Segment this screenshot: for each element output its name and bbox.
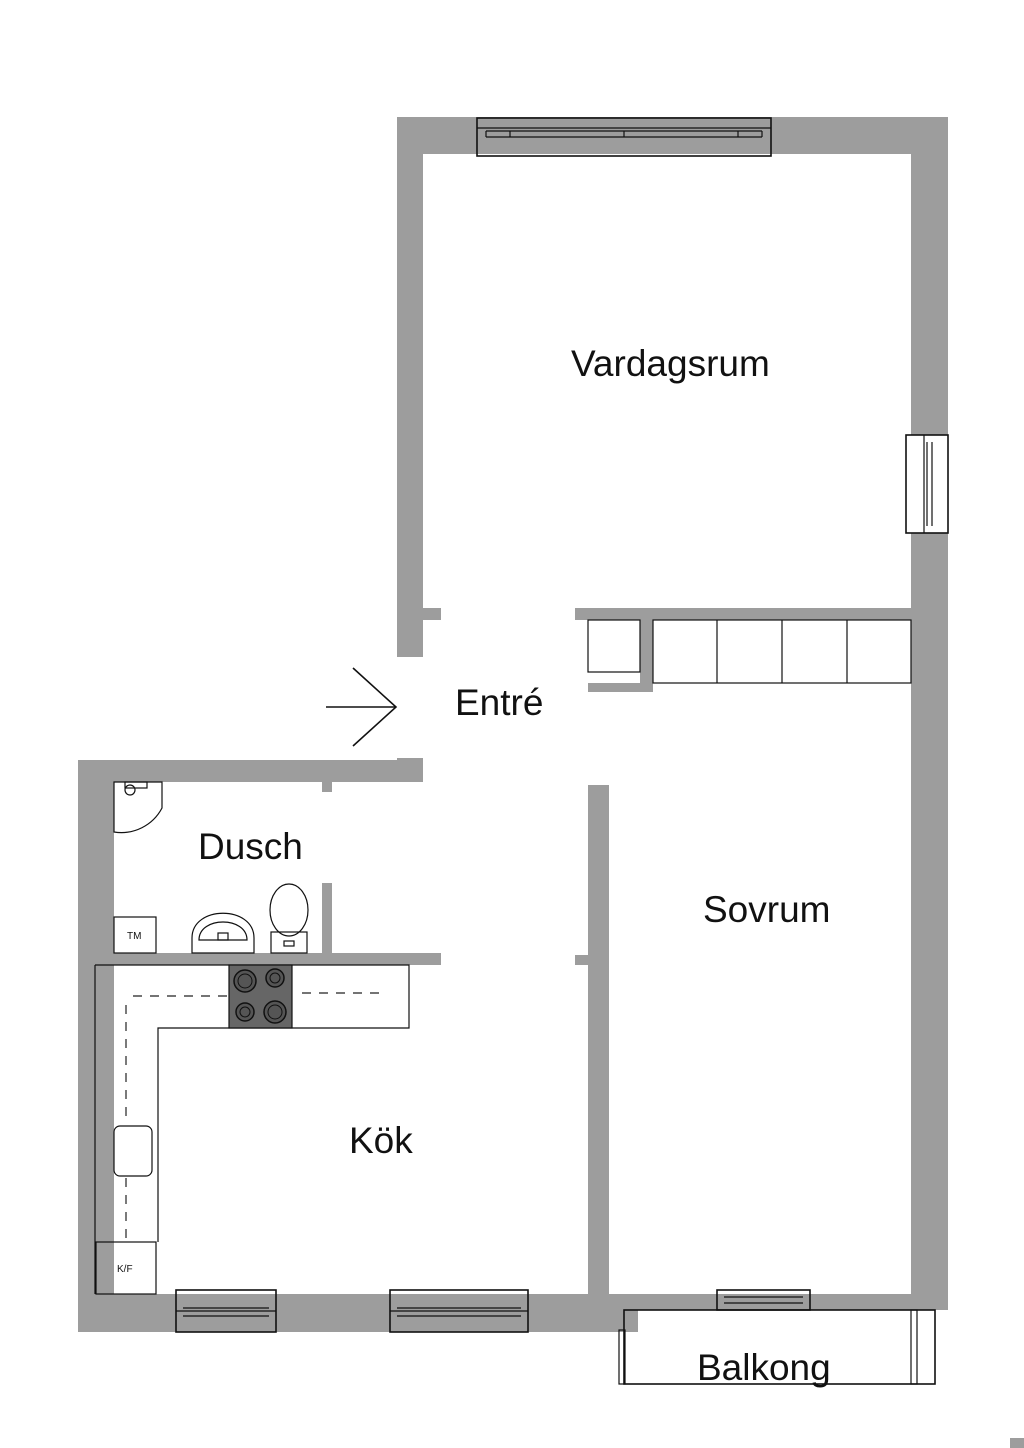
stove-icon — [228, 964, 293, 1029]
fridge-freezer: K/F — [95, 1241, 157, 1295]
room-label-dusch: Dusch — [198, 826, 303, 867]
room-label-entre: Entré — [455, 682, 543, 723]
room-label-balkong: Balkong — [697, 1347, 831, 1388]
shower-icon — [113, 781, 163, 834]
kitchen-counter — [94, 964, 410, 1294]
kf-label: K/F — [117, 1264, 133, 1275]
room-label-kok: Kök — [349, 1120, 413, 1161]
washer-tm: TM — [113, 916, 157, 954]
walls — [78, 117, 948, 1332]
room-label-sovrum: Sovrum — [703, 889, 830, 930]
sink-icon — [191, 912, 255, 954]
entrance-arrow-icon — [326, 667, 398, 747]
wardrobe — [587, 619, 912, 684]
windows — [175, 117, 949, 1333]
corner-mark — [1010, 1438, 1024, 1448]
balcony — [618, 1309, 936, 1385]
room-label-vardagsrum: Vardagsrum — [571, 343, 770, 384]
tm-label: TM — [127, 931, 141, 942]
toilet-icon — [269, 883, 309, 954]
